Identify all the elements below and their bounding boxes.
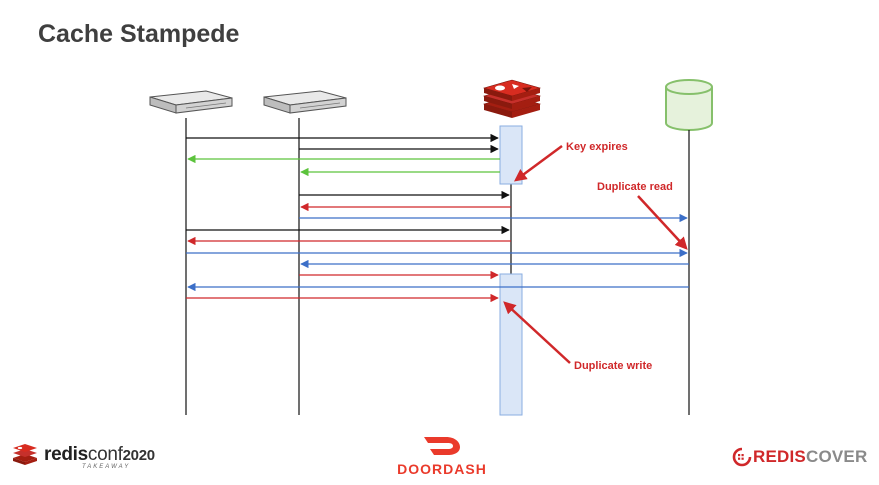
server-icon (263, 90, 347, 114)
duplicate-read-label: Duplicate read (597, 181, 673, 193)
redis-logo-icon (13, 444, 37, 465)
rediscover-red-text: REDIS (753, 447, 806, 466)
redisconf-year: 2020 (122, 447, 155, 464)
doordash-text: DOORDASH (397, 461, 487, 477)
database-icon (665, 79, 713, 131)
redisconf-bold-text: redis (44, 444, 88, 465)
key-expires-label: Key expires (566, 141, 628, 153)
rediscover-logo: REDISCOVER (732, 447, 867, 467)
annotation-arrow (513, 144, 563, 182)
doordash-logo-icon (424, 437, 460, 455)
duplicate-write-label: Duplicate write (574, 360, 652, 372)
redisconf-subtitle: TAKEAWAY (82, 464, 131, 470)
doordash-logo: DOORDASH (392, 434, 492, 477)
annotation-arrow (503, 301, 571, 364)
server-icon (149, 90, 233, 114)
annotation-arrow (637, 195, 688, 250)
redisconf-logo: redisconf2020 TAKEAWAY (12, 443, 155, 470)
activation-bar (499, 125, 523, 185)
rediscover-gray-text: COVER (805, 447, 868, 466)
page-title: Cache Stampede (38, 20, 240, 48)
redisconf-light-text: conf (87, 444, 123, 465)
activation-bar (499, 273, 523, 416)
redis-icon (482, 79, 542, 118)
rediscover-logo-icon (732, 447, 752, 467)
